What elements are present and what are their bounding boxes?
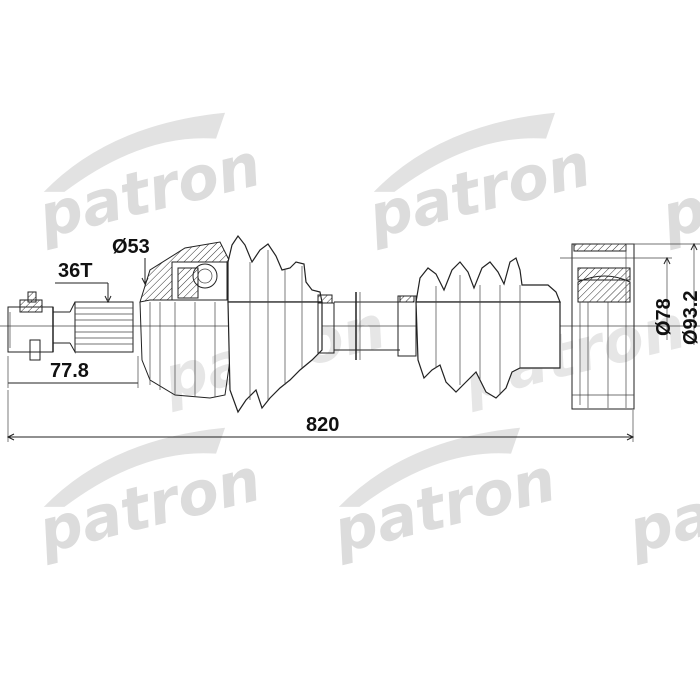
outer-cv-joint: [7, 241, 231, 399]
spline-length-label: 77.8: [50, 360, 89, 382]
inner-joint-diameter-78-label: Ø78: [653, 298, 675, 336]
inner-joint-diameter-93-label: Ø93.2: [680, 291, 700, 345]
svg-text:patron: patron: [31, 445, 268, 568]
inner-cv-joint: [571, 243, 635, 410]
outer-joint-diameter-label: Ø53: [112, 236, 150, 258]
svg-text:patron: patron: [326, 445, 563, 568]
watermark-logo: patron: [31, 112, 268, 253]
overall-length-label: 820: [306, 414, 339, 436]
outer-boot: [227, 234, 335, 414]
spline-section: [74, 301, 134, 353]
svg-text:patron: patron: [361, 130, 598, 253]
svg-text:patron: patron: [654, 130, 700, 253]
svg-text:patron: patron: [31, 130, 268, 253]
dimension-annotations: 36T Ø53 77.8 820 Ø78 Ø93.2: [6, 236, 700, 442]
spline-teeth-label: 36T: [58, 260, 92, 282]
watermark-logo: patron: [621, 445, 700, 568]
inner-boot: [397, 257, 561, 399]
shaft: [334, 292, 400, 360]
watermark-logo: patron: [361, 112, 598, 253]
watermark-logo: patron: [326, 427, 563, 568]
watermark-logo: patron: [31, 427, 268, 568]
watermark-group: patron patron patron patron patron patro…: [31, 112, 700, 568]
watermark-logo: patron: [654, 130, 700, 253]
svg-text:patron: patron: [621, 445, 700, 568]
